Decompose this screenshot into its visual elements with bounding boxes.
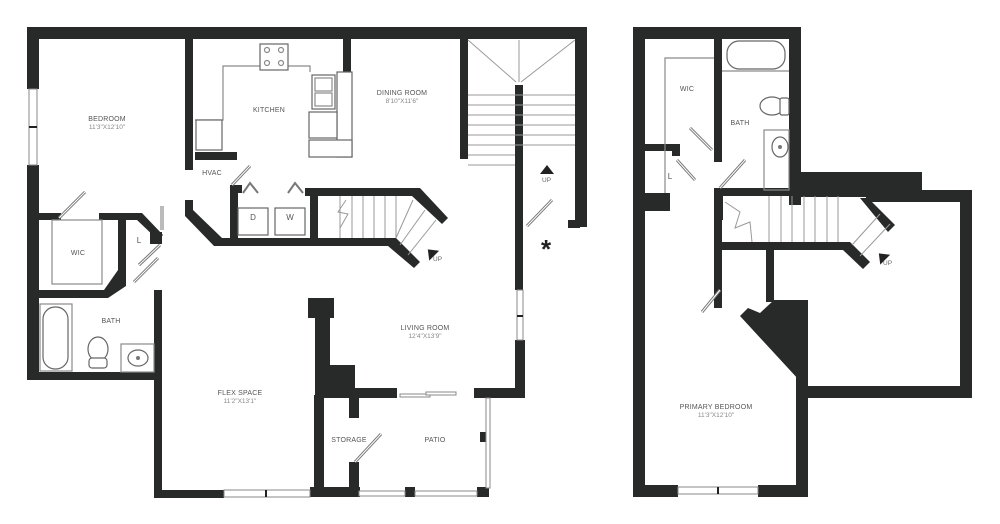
stairs-up-label: UP [542,177,552,184]
room-label-flex-space: FLEX SPACE 11'2"X13'1" [218,390,263,406]
room-label-living: LIVING ROOM 12'4"X13'9" [401,325,450,341]
room-name: BEDROOM [88,116,126,123]
washer-label: W [286,213,294,222]
first-floor-stairs [337,39,576,256]
room-label-wic: WIC [71,250,85,258]
room-label-hvac: HVAC [202,170,222,178]
linen-closet-label-upstairs: L [667,172,673,181]
room-name: HVAC [202,170,222,177]
room-name: PRIMARY BEDROOM [679,404,753,411]
first-floor-doors [57,164,554,464]
sink-icon [311,74,336,110]
room-name: BATH [730,120,750,127]
second-floor-windows [677,486,759,495]
room-label-storage: STORAGE [331,437,367,445]
room-label-dining: DINING ROOM 8'10"X11'6" [377,90,427,106]
washer-icon [274,207,306,236]
room-dimensions: 11'3"X12'10" [88,124,126,132]
room-name: STORAGE [331,437,367,444]
linen-closet-label: L [136,236,142,245]
bathtub-icon [726,40,786,70]
room-name: WIC [679,86,695,93]
room-label-bath: BATH [102,318,121,326]
stairs-up-label: UP [433,256,443,263]
second-floor-walls [633,27,972,497]
second-floor-stairs [724,196,891,257]
room-dimensions: 12'4"X13'9" [408,333,442,341]
stove-icon [259,43,289,71]
room-name: WIC [70,250,86,257]
dryer-icon [237,207,269,236]
room-name: BATH [101,318,121,325]
room-label-primary-bedroom: PRIMARY BEDROOM 11'3"X12'10" [680,404,753,420]
refrigerator-icon [195,119,223,151]
room-name: PATIO [424,437,446,444]
first-floor-bath-fixtures [39,219,155,373]
room-name: LIVING ROOM [400,325,450,332]
stairs-up-arrow-icon [540,165,554,174]
first-floor-windows [28,88,524,498]
room-label-patio: PATIO [425,437,446,445]
room-dimensions: 8'10"X11'6" [385,98,419,106]
room-dimensions: 11'3"X12'10" [697,412,735,420]
stairs-up-label: UP [883,260,893,267]
second-floor-fixtures [664,40,790,193]
room-name: FLEX SPACE [217,390,263,397]
room-label-wic-upstairs: WIC [680,86,694,94]
room-label-bedroom: BEDROOM 11'3"X12'10" [88,116,126,132]
second-floor-doors [675,126,747,313]
room-name: DINING ROOM [376,90,428,97]
first-floor-walls [27,27,587,498]
dryer-label: D [250,213,256,222]
room-name: KITCHEN [252,107,286,114]
room-label-kitchen: KITCHEN [253,107,285,115]
room-dimensions: 11'2"X13'1" [223,398,257,406]
room-label-bath-upstairs: BATH [731,120,750,128]
kitchen-fixtures [195,43,353,236]
asterisk-marker-icon: * [541,234,552,264]
